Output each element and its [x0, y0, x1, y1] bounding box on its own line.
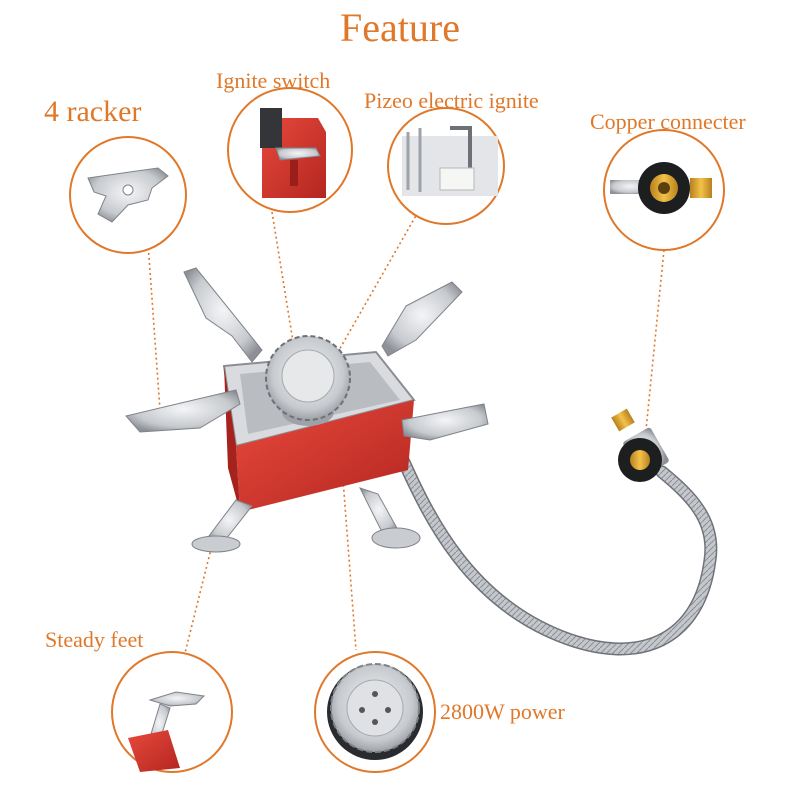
- callout-ignite-switch: [227, 87, 353, 213]
- label-piezo-ignite: Pizeo electric ignite: [364, 88, 539, 113]
- leader-ignite-switch: [271, 211, 297, 361]
- callout-copper-connector: [603, 129, 725, 251]
- hose-connector: [611, 408, 669, 482]
- callout-racker: [69, 136, 187, 254]
- page-title: Feature: [340, 5, 460, 50]
- leader-feet: [182, 544, 213, 662]
- callout-steady-feet: [111, 651, 233, 773]
- leader-copper: [645, 249, 665, 431]
- leader-piezo: [337, 211, 419, 353]
- callout-piezo: [387, 107, 505, 225]
- label-steady-feet: Steady feet: [45, 627, 144, 652]
- label-copper-connector: Copper connecter: [590, 109, 746, 134]
- label-racker: 4 racker: [44, 95, 142, 128]
- callout-power-burner: [314, 651, 436, 773]
- label-power: 2800W power: [440, 699, 565, 724]
- label-ignite-switch: Ignite switch: [216, 68, 331, 93]
- leader-racker: [147, 242, 161, 411]
- stove-main: [125, 267, 718, 656]
